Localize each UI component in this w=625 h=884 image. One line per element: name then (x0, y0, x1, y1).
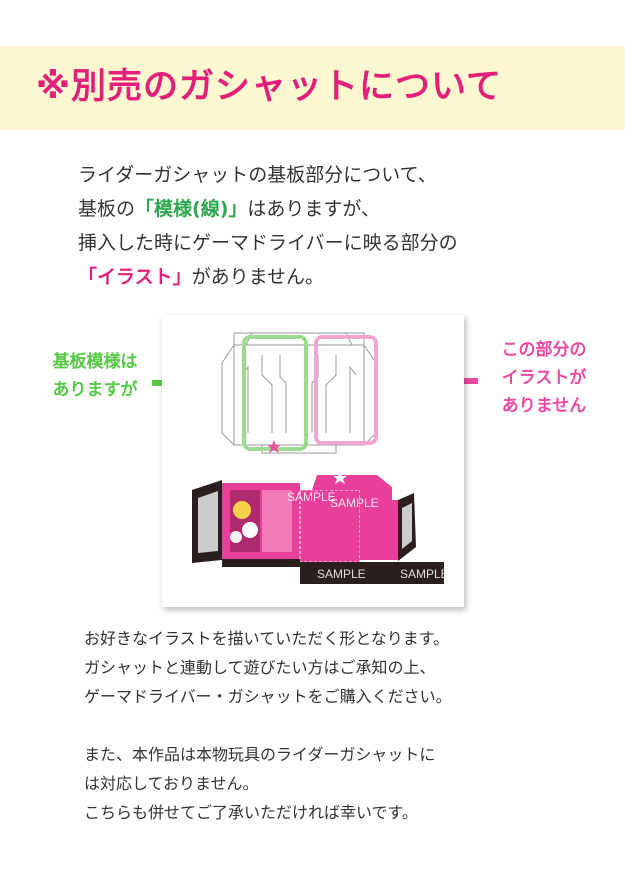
notice-line: ゲーマドライバー・ガシャットをご購入ください。 (84, 687, 452, 706)
intro-text: ライダーガシャットの基板部分について、 基板の「模様(線)」はありますが、 挿入… (78, 158, 598, 294)
notice-text: お好きなイラストを描いていただく形となります。 ガシャットと連動して遊びたい方は… (84, 624, 604, 827)
notice-line: ガシャットと連動して遊びたい方はご承知の上、 (84, 658, 436, 677)
paragraph-gap (84, 711, 604, 740)
notice-line: は対応しておりません。 (84, 774, 259, 793)
sample-watermark: SAMPLE (400, 567, 449, 581)
gashat-template-illustration: SAMPLE SAMPLE SAMPLE SAMPLE (192, 332, 449, 584)
callout-no-illustration: この部分の イラストが ありません (474, 336, 614, 420)
callout-line: イラストが (501, 368, 587, 388)
sample-watermark: SAMPLE (317, 567, 366, 581)
header-banner (0, 46, 625, 130)
notice-line: お好きなイラストを描いていただく形となります。 (84, 629, 450, 648)
color-template: SAMPLE SAMPLE SAMPLE SAMPLE (192, 471, 449, 584)
star-icon (333, 471, 347, 484)
pink-highlight-frame (314, 335, 378, 445)
sample-watermark: SAMPLE (330, 496, 379, 510)
gashat-diagram: SAMPLE SAMPLE SAMPLE SAMPLE (162, 315, 464, 607)
intro-line: ライダーガシャットの基板部分について、 (78, 164, 437, 186)
notice-line: こちらも併せてご了承いただければ幸いです。 (84, 803, 418, 822)
green-highlight-frame (242, 335, 308, 451)
notice-line: また、本作品は本物玩具のライダーガシャットに (84, 745, 436, 764)
sample-watermark: SAMPLE (287, 490, 336, 504)
intro-line: 挿入した時にゲーマドライバーに映る部分の (78, 232, 458, 254)
intro-text-span: がありません。 (191, 266, 325, 288)
callout-line: 基板模様は (52, 352, 138, 372)
star-icon (267, 440, 281, 453)
intro-line: 基板の「模様(線)」はありますが、 (78, 192, 598, 226)
callout-has-pattern: 基板模様は ありますが (30, 348, 160, 404)
intro-text-span: はありますが、 (247, 198, 381, 220)
callout-line: ありません (501, 396, 587, 416)
highlight-pattern: 「模様(線)」 (135, 198, 248, 220)
intro-text-span: 基板の (78, 198, 136, 220)
callout-line: この部分の (501, 340, 587, 360)
callout-line: ありますが (52, 380, 138, 400)
highlight-illustration: 「イラスト」 (78, 266, 192, 288)
intro-line: 「イラスト」がありません。 (78, 260, 598, 294)
page-title: ※別売のガシャットについて (36, 67, 502, 107)
